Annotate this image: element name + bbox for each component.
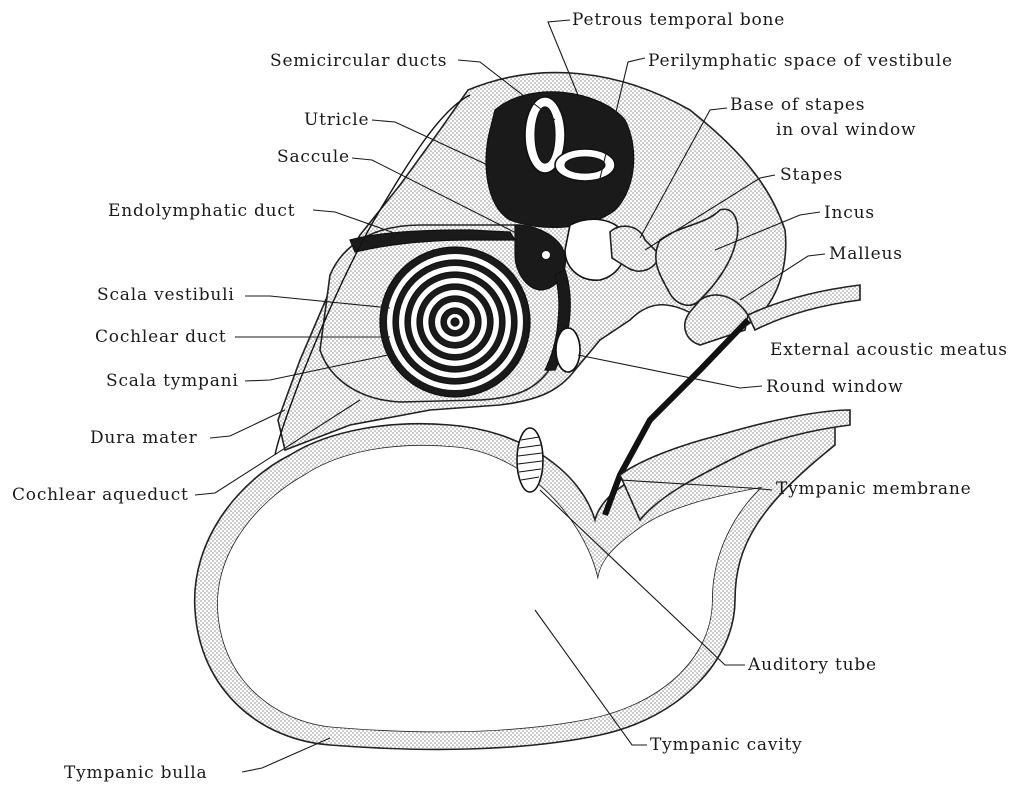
label-cochlear-aqueduct: Cochlear aqueduct bbox=[12, 485, 189, 505]
label-base-of-stapes-line2: in oval window bbox=[776, 120, 916, 140]
saccule-macula bbox=[542, 251, 550, 259]
label-cochlear-duct: Cochlear duct bbox=[95, 327, 226, 347]
round-window-shape bbox=[556, 328, 580, 372]
label-semicircular-ducts: Semicircular ducts bbox=[270, 51, 447, 71]
label-utricle: Utricle bbox=[304, 110, 369, 130]
label-incus: Incus bbox=[824, 203, 875, 223]
label-tympanic-bulla: Tympanic bulla bbox=[64, 763, 207, 783]
cochlea-spiral bbox=[380, 247, 530, 397]
label-round-window: Round window bbox=[766, 377, 903, 397]
label-dura-mater: Dura mater bbox=[90, 428, 198, 448]
label-auditory-tube: Auditory tube bbox=[747, 655, 877, 675]
label-tympanic-membrane: Tympanic membrane bbox=[776, 479, 971, 499]
label-tympanic-cavity: Tympanic cavity bbox=[650, 735, 803, 755]
label-external-acoustic-meatus: External acoustic meatus bbox=[770, 340, 1008, 360]
label-malleus: Malleus bbox=[829, 244, 903, 264]
label-stapes: Stapes bbox=[780, 165, 843, 185]
label-petrous-temporal-bone: Petrous temporal bone bbox=[572, 10, 785, 30]
auditory-tube-shape bbox=[517, 428, 543, 492]
label-saccule: Saccule bbox=[277, 147, 350, 167]
label-perilymphatic-space: Perilymphatic space of vestibule bbox=[648, 51, 953, 71]
label-endolymphatic-duct: Endolymphatic duct bbox=[108, 201, 295, 221]
label-base-of-stapes: Base of stapes bbox=[730, 95, 865, 115]
label-scala-vestibuli: Scala vestibuli bbox=[97, 285, 235, 305]
label-scala-tympani: Scala tympani bbox=[106, 371, 239, 391]
